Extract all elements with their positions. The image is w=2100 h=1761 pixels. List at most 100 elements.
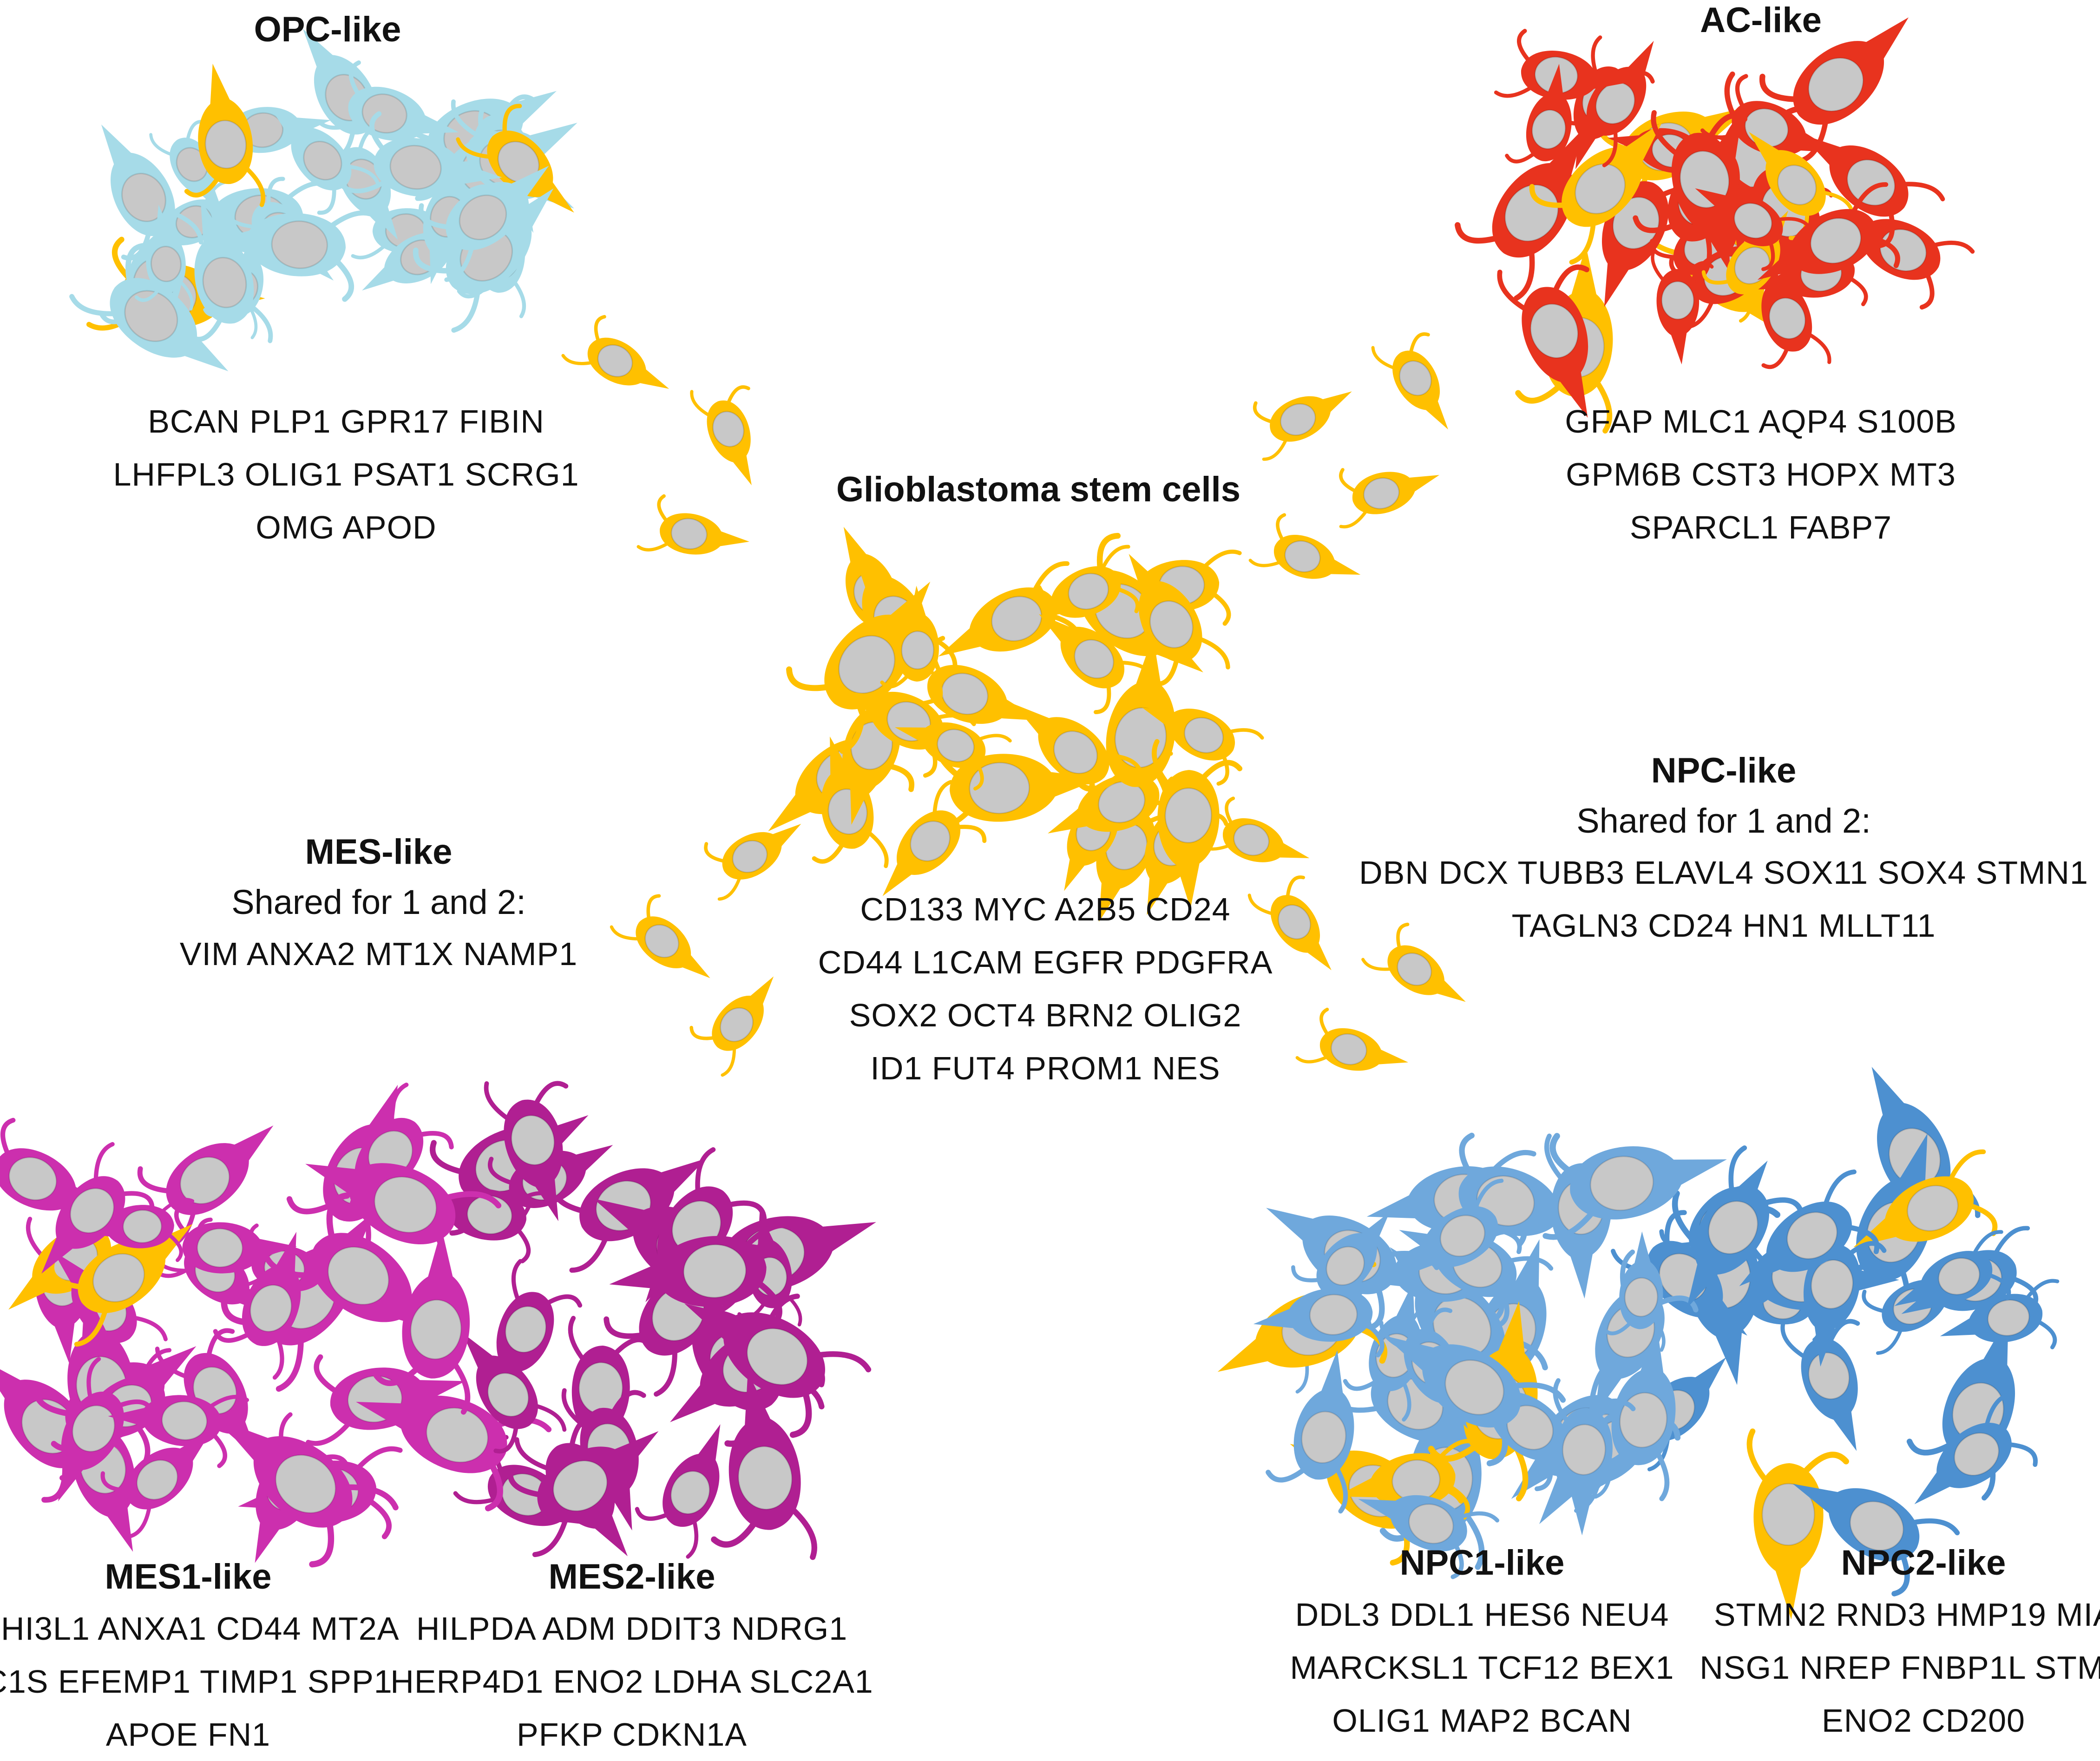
cell-icon xyxy=(1247,875,1332,971)
cell-icon xyxy=(1295,1007,1409,1071)
npc2-label-block: NPC2-like STMN2 RND3 HMP19 MIAT NSG1 NRE… xyxy=(1700,1538,2100,1747)
cell-icon xyxy=(1497,264,1589,418)
cell-icon xyxy=(1542,1133,1727,1240)
cell-icon xyxy=(1651,249,1714,365)
ac-marker-line: GFAP MLC1 AQP4 S100B xyxy=(1565,403,1957,440)
cell-icon xyxy=(1339,468,1440,529)
cell-icon xyxy=(373,1228,471,1415)
npc2-marker-line: ENO2 CD200 xyxy=(1822,1702,2025,1739)
cell-icon xyxy=(218,1419,399,1568)
cell-icon xyxy=(637,494,749,555)
cell-icon xyxy=(1505,64,1572,187)
cell-icon xyxy=(419,165,549,282)
cell-icon xyxy=(1746,1428,1849,1620)
cell-icon xyxy=(134,204,194,311)
cell-icon xyxy=(1894,1230,2011,1306)
opc-marker-line: BCAN PLP1 GPR17 FIBIN xyxy=(148,403,545,440)
cell-icon xyxy=(1253,391,1352,461)
gsc-markers: CD133 MYC A2B5 CD24 CD44 L1CAM EGFR PDGF… xyxy=(818,883,1273,1095)
npc2-marker-line: STMN2 RND3 HMP19 MIAT xyxy=(1713,1597,2100,1633)
npc1-title: NPC1-like xyxy=(1399,1543,1565,1583)
mes1-label-block: MES1-like CHI3L1 ANXA1 CD44 MT2A C1S EFE… xyxy=(0,1552,400,1761)
cell-icon xyxy=(704,824,801,901)
gsc-marker-line: CD44 L1CAM EGFR PDGFRA xyxy=(818,944,1273,980)
cell-icon xyxy=(69,243,229,372)
ac-marker-line: GPM6B CST3 HOPX MT3 xyxy=(1566,456,1956,493)
cell-icon xyxy=(689,976,774,1077)
npc-title: NPC-like xyxy=(1651,751,1797,790)
cell-icon xyxy=(1371,332,1448,430)
ac-label-block: AC-like xyxy=(1700,0,1822,46)
cell-icon xyxy=(609,1222,798,1327)
cell-icon xyxy=(1152,739,1243,909)
cell-icon xyxy=(413,188,554,333)
npc1-marker-line: OLIG1 MAP2 BCAN xyxy=(1332,1702,1632,1739)
opc-label-block: OPC-like xyxy=(254,5,401,55)
gsc-marker-line: ID1 FUT4 PROM1 NES xyxy=(870,1050,1221,1086)
ac-markers: GFAP MLC1 AQP4 S100B GPM6B CST3 HOPX MT3… xyxy=(1565,395,1957,554)
cell-icon xyxy=(1129,554,1230,686)
opc-markers: BCAN PLP1 GPR17 FIBIN LHFPL3 OLIG1 PSAT1… xyxy=(113,395,579,554)
cell-icon xyxy=(1804,1212,1887,1367)
cell-icon xyxy=(635,1424,721,1559)
cell-icon xyxy=(1197,796,1310,862)
mes2-title: MES2-like xyxy=(548,1557,715,1597)
cell-icon xyxy=(1792,1484,1960,1597)
cell-icon xyxy=(1039,614,1155,714)
cell-icon xyxy=(462,1333,567,1454)
cell-icon xyxy=(1553,1378,1636,1536)
mes1-title: MES1-like xyxy=(105,1557,272,1597)
cell-icon xyxy=(1759,17,1909,164)
mes-title: MES-like xyxy=(305,832,453,872)
npc-subtitle: Shared for 1 and 2: xyxy=(1576,802,1871,840)
opc-marker-line: LHFPL3 OLIG1 PSAT1 SCRG1 xyxy=(113,456,579,493)
cell-icon xyxy=(1266,1350,1354,1514)
cell-icon xyxy=(1397,1178,1522,1279)
cell-icon xyxy=(1529,122,1663,265)
ac-marker-line: SPARCL1 FABP7 xyxy=(1629,509,1892,545)
cell-icon xyxy=(100,1430,212,1539)
npc-marker-line: TAGLN3 CD24 HN1 MLLT11 xyxy=(1511,907,1936,944)
cell-icon xyxy=(690,385,752,486)
cell-icon xyxy=(1384,1335,1566,1466)
cell-icon xyxy=(1601,1231,1666,1352)
gsc-label-block: Glioblastoma stem cells xyxy=(836,465,1240,515)
mes1-marker-line: C1S EFEMP1 TIMP1 SPP1 xyxy=(0,1663,393,1700)
cell-icon xyxy=(1940,1279,2060,1349)
cell-icon xyxy=(610,894,710,979)
npc-marker-line: DBN DCX TUBB3 ELAVL4 SOX11 SOX4 STMN1 xyxy=(1359,854,2088,891)
cell-icon xyxy=(184,64,265,207)
cell-icon xyxy=(1760,253,1831,369)
mes-label-block: MES-like Shared for 1 and 2: VIM ANXA2 M… xyxy=(180,827,578,980)
cell-icon xyxy=(507,1431,659,1557)
npc-label-block: NPC-like Shared for 1 and 2: DBN DCX TUB… xyxy=(1359,746,2088,952)
cell-icon xyxy=(356,1395,552,1511)
cell-icon xyxy=(786,581,931,754)
cell-icon xyxy=(204,210,379,302)
mes2-marker-line: HILPDA ADM DDIT3 NDRG1 xyxy=(416,1610,848,1647)
gsc-title: Glioblastoma stem cells xyxy=(836,470,1241,509)
npc2-marker-line: NSG1 NREP FNBP1L STMN4 xyxy=(1700,1649,2100,1686)
cell-icon xyxy=(895,722,1012,791)
cell-icon xyxy=(305,1163,502,1284)
cell-icon xyxy=(41,1142,155,1274)
cell-icon xyxy=(1695,188,1812,271)
cell-icon xyxy=(1361,922,1466,1002)
mes1-marker-line: APOE FN1 xyxy=(105,1716,271,1753)
cell-icon xyxy=(49,1224,193,1347)
npc1-label-block: NPC1-like DDL3 DDL1 HES6 NEU4 MARCKSL1 T… xyxy=(1290,1538,1674,1747)
gsc-marker-line: SOX2 OCT4 BRN2 OLIG2 xyxy=(849,997,1242,1033)
mes-marker-line: VIM ANXA2 MT1X NAMP1 xyxy=(179,936,578,972)
cell-icon xyxy=(880,585,943,703)
cell-icon xyxy=(1739,1170,1880,1287)
cell-icon xyxy=(1253,1278,1397,1358)
cell-icon xyxy=(101,124,203,261)
npc1-marker-line: MARCKSL1 TCF12 BEX1 xyxy=(1290,1649,1674,1686)
cell-icon xyxy=(1559,40,1654,167)
opc-title: OPC-like xyxy=(254,10,401,49)
cell-icon xyxy=(187,200,273,343)
cell-icon xyxy=(1013,703,1143,814)
cell-icon xyxy=(273,111,380,215)
cell-icon xyxy=(684,1303,872,1438)
cell-icon xyxy=(1142,707,1264,786)
